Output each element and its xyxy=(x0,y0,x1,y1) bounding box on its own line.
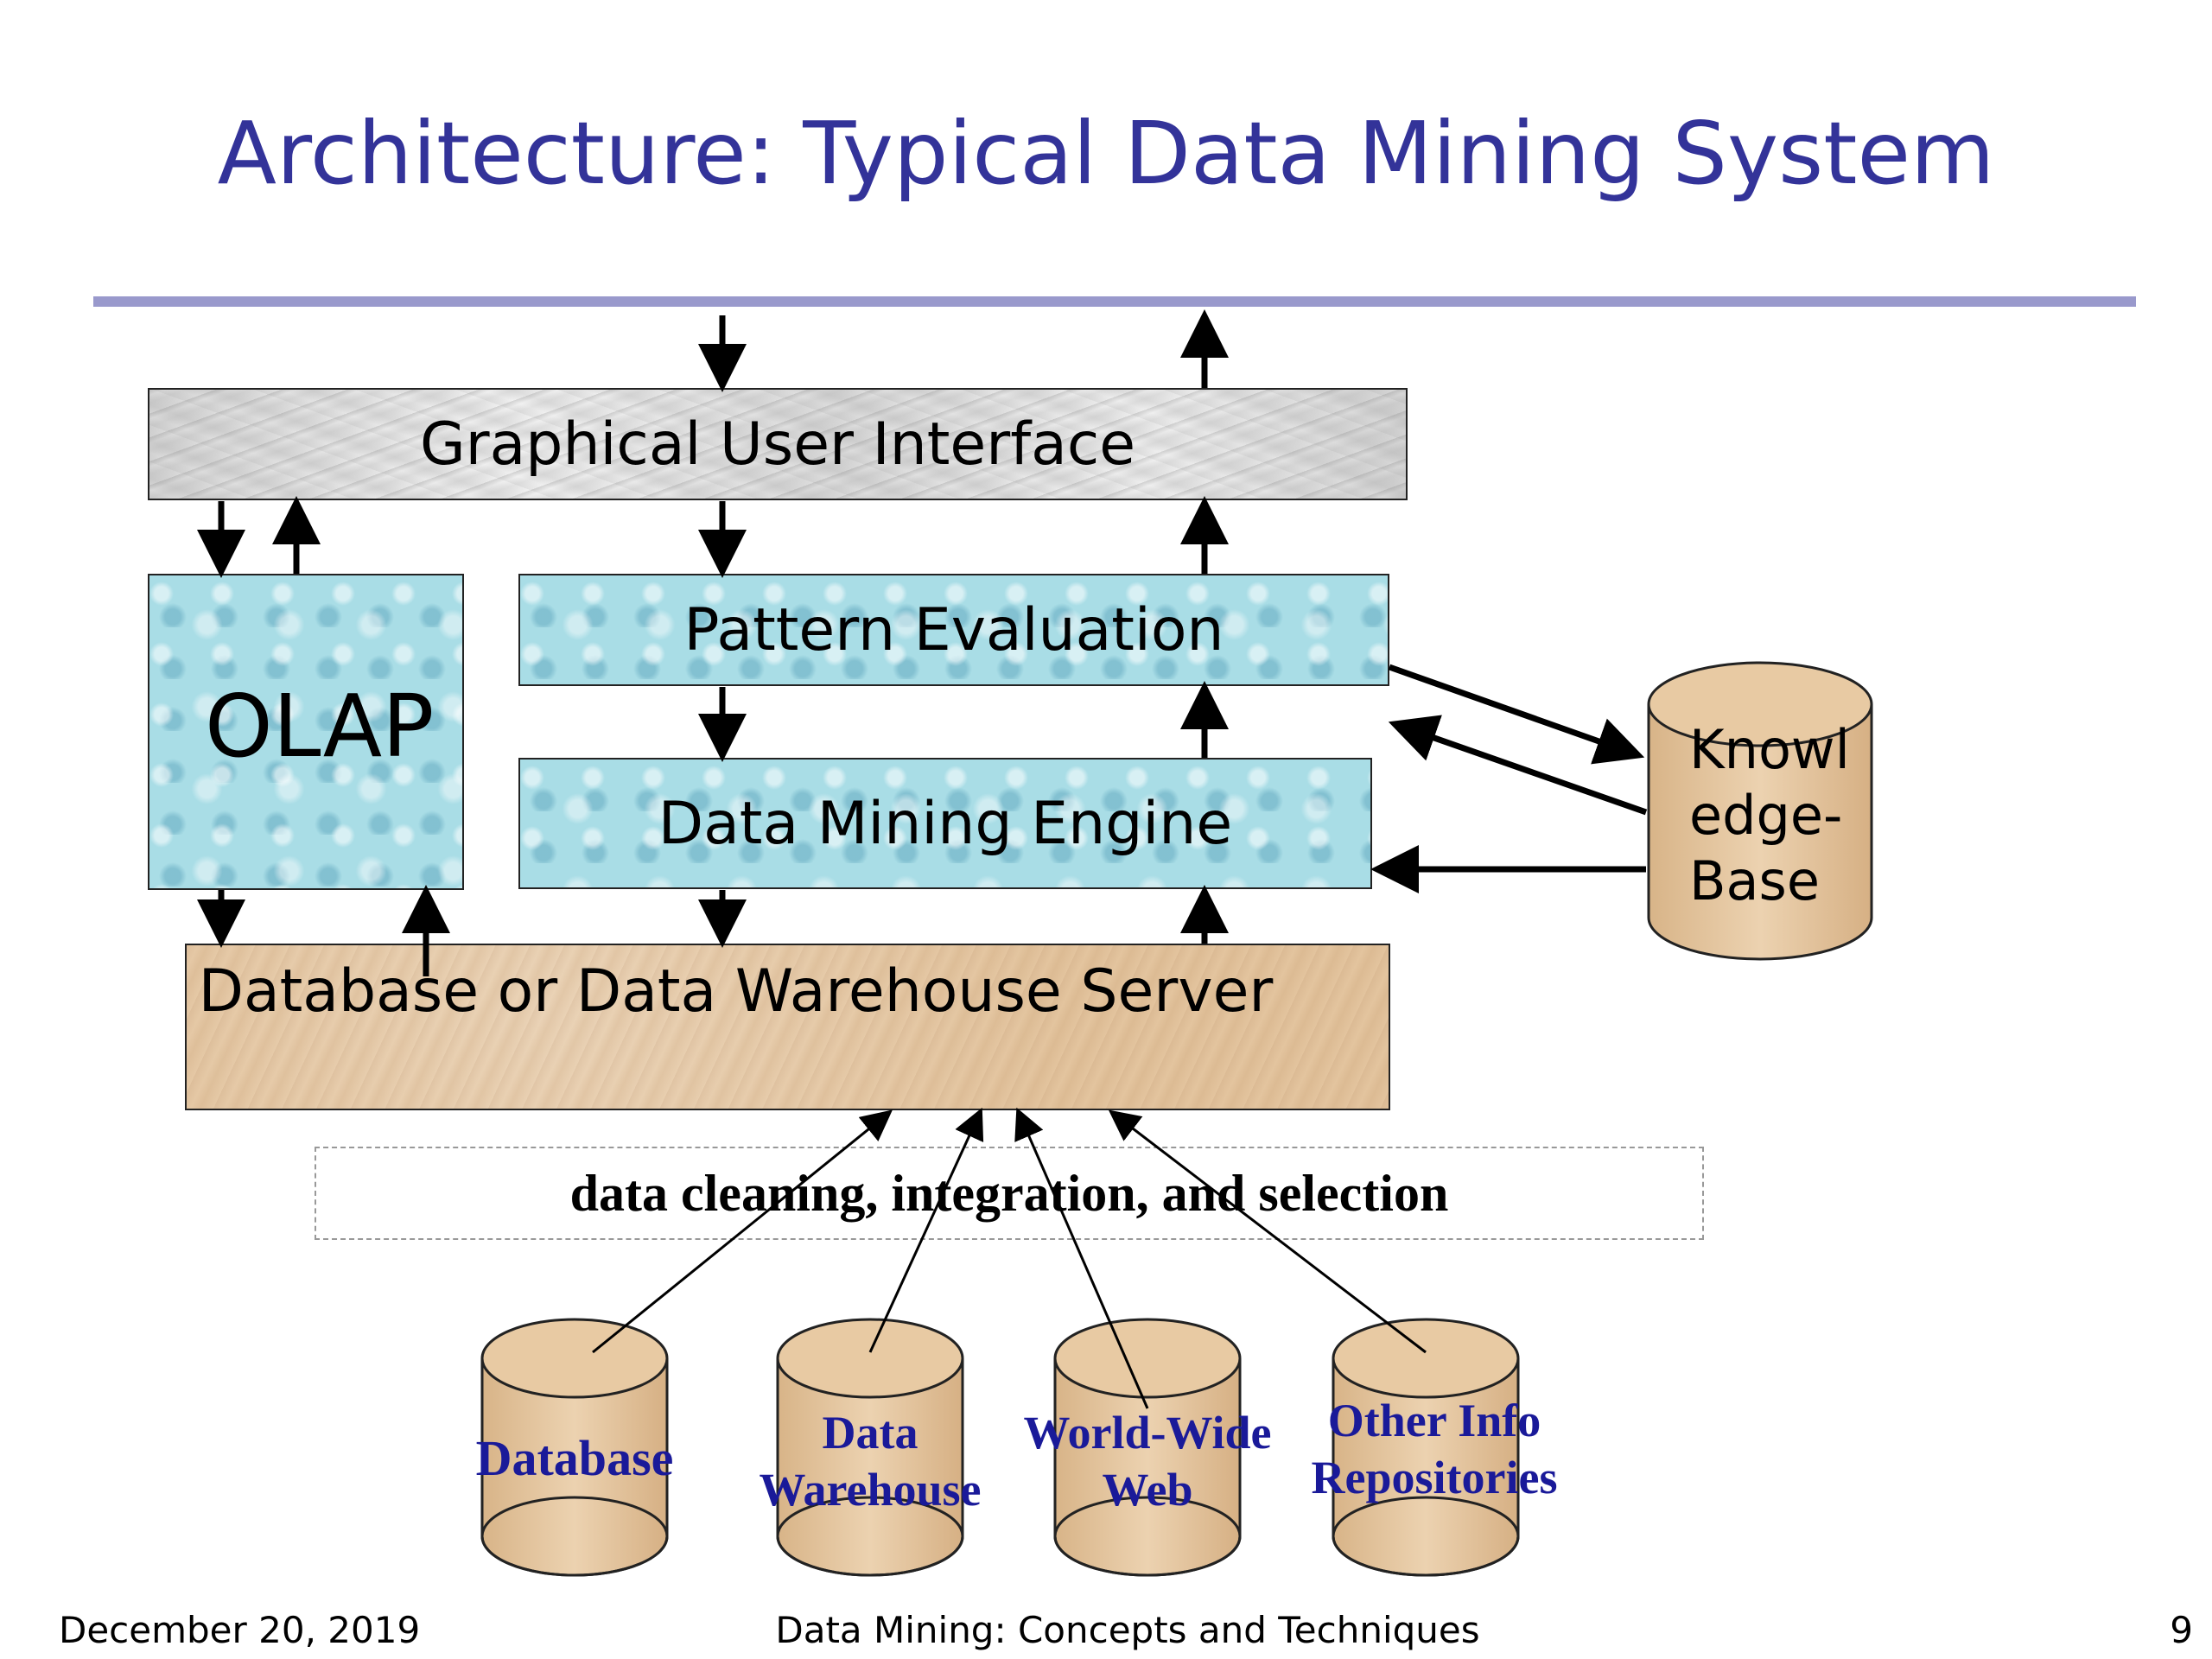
data-mining-engine-label: Data Mining Engine xyxy=(658,789,1233,858)
database-cylinder xyxy=(480,1318,669,1577)
source-warehouse-line-2: Warehouse xyxy=(759,1464,982,1516)
gui-label: Graphical User Interface xyxy=(419,410,1136,479)
knowledge-base-line-1: Knowl xyxy=(1689,718,1850,781)
source-cylinders xyxy=(480,1318,1520,1577)
knowledge-base-label: Knowl edge- Base xyxy=(1689,717,1850,914)
olap-label: OLAP xyxy=(205,675,435,777)
title-rule xyxy=(93,296,2136,307)
source-other-line-1: Other Info xyxy=(1327,1395,1541,1446)
other-repositories-cylinder xyxy=(1332,1318,1520,1577)
pattern-evaluation-label: Pattern Evaluation xyxy=(683,595,1224,664)
arrow-database-to-server xyxy=(592,1109,893,1354)
www-cylinder xyxy=(1053,1318,1242,1577)
slide-title: Architecture: Typical Data Mining System xyxy=(217,103,1995,204)
main-arrows xyxy=(197,309,1648,976)
knowledge-base-line-2: edge- xyxy=(1689,784,1843,847)
db-server-box: Database or Data Warehouse Server xyxy=(185,944,1390,1110)
preprocessing-box xyxy=(315,1147,1704,1240)
arrow-repositories-to-server xyxy=(1108,1109,1427,1354)
arrow-www-to-server xyxy=(1014,1107,1149,1409)
source-www-line-1: World-Wide xyxy=(1023,1407,1272,1459)
olap-box: OLAP xyxy=(148,574,464,890)
source-arrows xyxy=(592,1107,1427,1409)
source-database-line-1: Database xyxy=(475,1430,674,1486)
knowledge-base-line-3: Base xyxy=(1689,849,1820,912)
source-label-other-repositories: Other Info Repositories xyxy=(1287,1392,1581,1506)
footer-page-number: 9 xyxy=(2170,1609,2193,1651)
data-mining-engine-box: Data Mining Engine xyxy=(518,758,1372,889)
arrow-kb-to-pattern xyxy=(1388,715,1648,816)
gui-box: Graphical User Interface xyxy=(148,388,1408,500)
source-label-database: Database xyxy=(449,1430,700,1487)
source-other-line-2: Repositories xyxy=(1311,1452,1558,1503)
arrow-warehouse-to-server xyxy=(868,1107,984,1353)
pattern-evaluation-box: Pattern Evaluation xyxy=(518,574,1389,686)
source-label-www: World-Wide Web xyxy=(1001,1404,1294,1518)
data-warehouse-cylinder xyxy=(776,1318,964,1577)
preprocessing-label: data cleaning, integration, and selectio… xyxy=(569,1164,1449,1222)
footer-date: December 20, 2019 xyxy=(59,1609,421,1651)
db-server-label: Database or Data Warehouse Server xyxy=(198,957,1274,1026)
source-warehouse-line-1: Data xyxy=(822,1407,918,1459)
source-www-line-2: Web xyxy=(1102,1464,1193,1516)
source-label-data-warehouse: Data Warehouse xyxy=(736,1404,1004,1518)
footer-course: Data Mining: Concepts and Techniques xyxy=(775,1609,1480,1651)
knowledge-base-cylinder xyxy=(1647,661,1873,961)
arrow-pattern-to-kb xyxy=(1388,664,1645,765)
